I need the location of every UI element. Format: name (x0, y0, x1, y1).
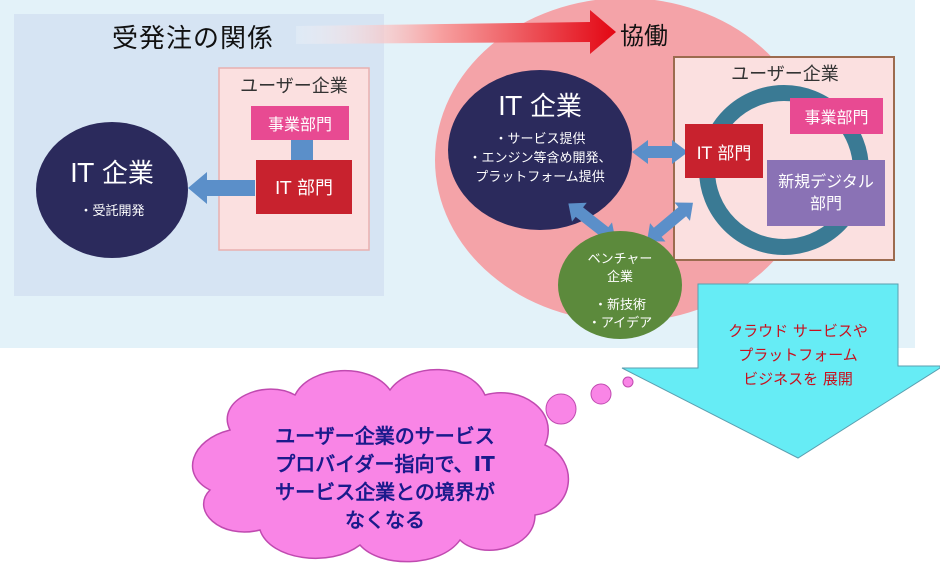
right-it-company-ellipse (448, 70, 632, 230)
double-arrow-venture-right (647, 202, 693, 242)
left-it-company-sub: ・受託開発 (79, 204, 145, 219)
right-it-dept-box: IT 部門 (685, 124, 763, 178)
right-title: 協働 (620, 22, 668, 50)
right-business-dept-box: 事業部門 (790, 98, 883, 134)
callout-arrow-line-2: プラットフォーム (738, 346, 858, 364)
thought-bubble-large (545, 393, 577, 425)
callout-arrow-line-1: クラウド サービスや (728, 322, 868, 340)
digital-dept-label-1: 新規デジタル (778, 172, 874, 191)
left-it-dept-label: IT 部門 (274, 178, 334, 199)
right-business-dept-label: 事業部門 (804, 108, 869, 127)
venture-label-2: 企業 (606, 270, 633, 285)
cloud-line-3: サービス企業との境界が (275, 480, 495, 504)
left-it-dept-box: IT 部門 (256, 160, 352, 214)
right-it-dept-label: IT 部門 (696, 143, 752, 164)
digital-dept-box: 新規デジタル 部門 (767, 160, 885, 226)
left-user-company-label: ユーザー企業 (240, 76, 348, 97)
right-it-company-item-2: ・エンジン等含め開発、 (468, 151, 612, 166)
left-business-dept-box: 事業部門 (251, 106, 349, 140)
thought-bubble-small (622, 376, 634, 388)
double-arrow-venture-left (568, 202, 616, 242)
callout-arrow (621, 283, 940, 459)
right-it-company-item-3: プラットフォーム提供 (475, 170, 605, 185)
left-arrow (188, 172, 255, 204)
digital-dept-label-2: 部門 (809, 194, 842, 213)
right-user-company-label: ユーザー企業 (731, 64, 839, 85)
relationship-arrow (296, 10, 616, 54)
cloud-shape (191, 368, 570, 563)
dept-connector (291, 140, 313, 164)
left-it-company-ellipse (36, 122, 188, 258)
right-it-company-label: IT 企業 (498, 92, 582, 122)
cloud-line-2: プロバイダー指向で、IT (275, 452, 495, 476)
venture-ellipse (558, 231, 682, 339)
left-title: 受発注の関係 (112, 24, 275, 54)
double-arrow-it (632, 140, 688, 164)
cloud-line-1: ユーザー企業のサービス (275, 424, 495, 448)
thought-bubble-medium (590, 383, 612, 405)
venture-label-1: ベンチャー (587, 252, 653, 267)
venture-item-1: ・新技術 (593, 298, 646, 313)
left-business-dept-label: 事業部門 (267, 115, 332, 134)
left-it-company-label: IT 企業 (70, 159, 154, 189)
right-it-company-item-1: ・サービス提供 (494, 132, 586, 147)
cloud-line-4: なくなる (345, 508, 425, 532)
venture-item-2: ・アイデア (587, 316, 653, 331)
callout-arrow-line-3: ビジネスを 展開 (743, 370, 853, 388)
